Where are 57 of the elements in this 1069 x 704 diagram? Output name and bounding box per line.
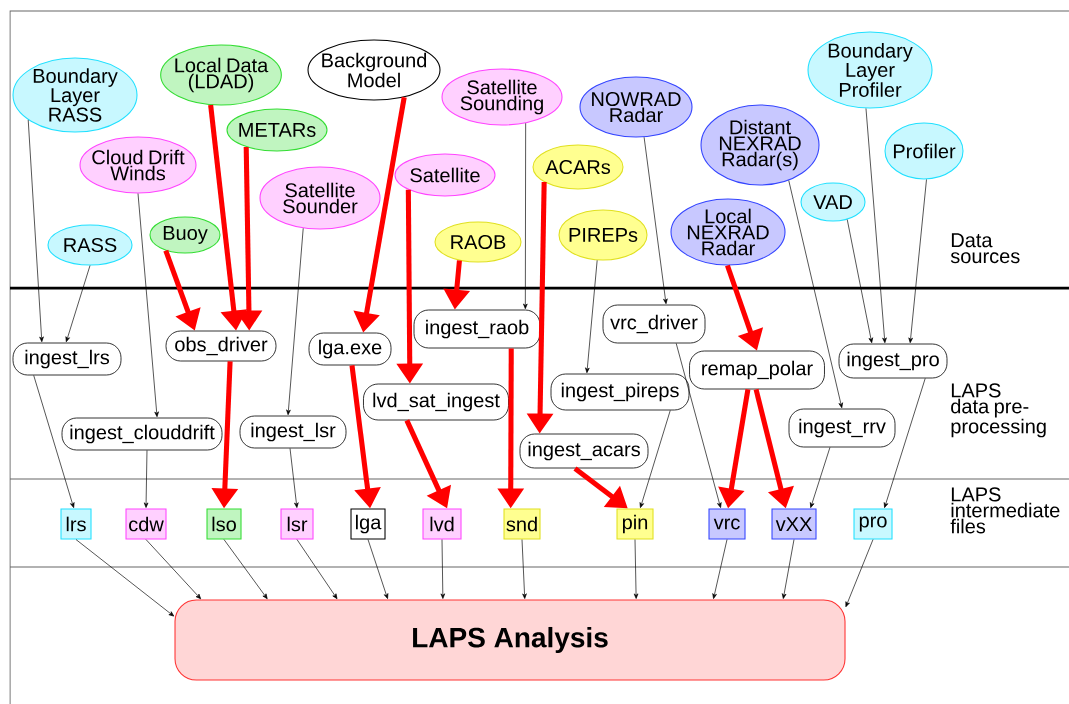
file-box: cdw xyxy=(125,508,167,540)
arrow xyxy=(643,136,668,305)
file-box: pin xyxy=(616,508,654,540)
process-box: ingest_rrv xyxy=(788,408,896,448)
file-box: vXX xyxy=(771,508,817,540)
arrow xyxy=(845,539,874,608)
arrow xyxy=(675,343,722,508)
arrow xyxy=(289,448,299,508)
arrow xyxy=(633,539,639,599)
arrow xyxy=(521,539,527,599)
file-box: lga xyxy=(350,508,386,540)
process-box: ingest_lrs xyxy=(12,342,122,376)
file-box: lso xyxy=(206,508,242,540)
process-box: ingest_lsr xyxy=(239,415,347,449)
arrow xyxy=(286,227,304,416)
process-box: vrc_driver xyxy=(602,304,706,344)
arrow xyxy=(143,450,149,508)
file-box: lvd xyxy=(422,508,462,540)
file-box: lrs xyxy=(60,508,92,540)
analysis-box: LAPS Analysis xyxy=(174,599,846,681)
arrow xyxy=(137,193,159,418)
arrow xyxy=(712,539,728,599)
process-box: ingest_raob xyxy=(413,309,541,349)
arrow xyxy=(585,259,598,374)
arrow xyxy=(65,265,91,343)
band-label: LAPS data pre-processing xyxy=(951,383,1046,438)
file-box: pro xyxy=(853,508,893,540)
process-box: ingest_clouddrift xyxy=(61,417,223,451)
arrow xyxy=(908,179,927,344)
band-label: LAPS intermediate files xyxy=(950,487,1060,534)
arrow xyxy=(223,539,268,600)
arrow xyxy=(781,539,795,599)
band-label: Data sources xyxy=(950,233,1020,264)
arrow xyxy=(27,119,44,343)
arrow xyxy=(865,108,887,344)
arrow xyxy=(883,378,926,508)
arrow xyxy=(810,447,831,508)
process-box: lga.exe xyxy=(308,332,392,366)
process-box: ingest_pro xyxy=(838,343,948,379)
arrow xyxy=(846,219,873,344)
arrow xyxy=(367,539,389,599)
file-box: vrc xyxy=(708,508,746,540)
file-box: lsr xyxy=(280,508,314,540)
arrow xyxy=(296,539,338,600)
file-box: snd xyxy=(503,508,541,540)
arrow xyxy=(33,375,75,508)
arrow xyxy=(639,410,671,508)
arrow xyxy=(145,539,202,600)
process-box: obs_driver xyxy=(165,330,277,362)
arrow xyxy=(788,180,843,409)
arrow xyxy=(440,539,446,599)
process-box: lvd_sat_ingest xyxy=(363,383,509,421)
process-box: ingest_acars xyxy=(519,433,649,469)
process-box: ingest_pireps xyxy=(550,373,690,411)
arrow xyxy=(75,539,175,617)
process-box: remap_polar xyxy=(689,350,825,390)
arrow xyxy=(523,122,528,310)
